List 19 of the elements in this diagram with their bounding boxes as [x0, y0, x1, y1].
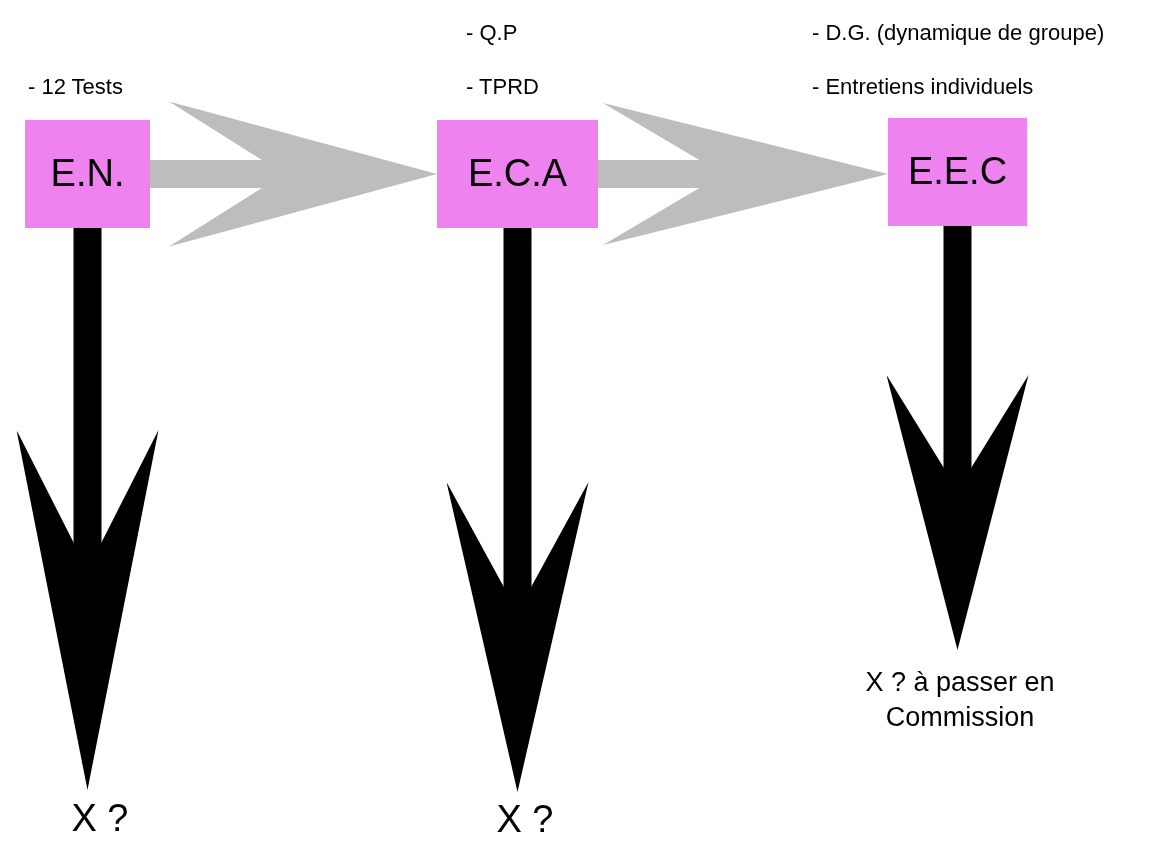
step-note: - 12 Tests — [28, 74, 123, 100]
arrow — [446, 228, 589, 792]
step-note: - TPRD — [466, 74, 539, 100]
process-box — [888, 118, 1027, 226]
arrow — [16, 228, 159, 790]
step-note: - Q.P — [466, 20, 518, 46]
arrow — [150, 101, 437, 247]
box-label: E.E.C — [907, 149, 1008, 195]
outcome-label: X ? — [496, 797, 554, 843]
process-box — [437, 120, 598, 228]
outcome-label: X ? à passer en Commission — [864, 665, 1056, 734]
process-box — [25, 120, 150, 228]
box-label: E.C.A — [467, 151, 568, 197]
arrow — [886, 226, 1029, 650]
outcome-label: X ? — [71, 796, 129, 842]
step-note: - Entretiens individuels — [812, 74, 1034, 100]
arrow — [598, 103, 888, 245]
box-label: E.N. — [50, 151, 125, 197]
step-note: - D.G. (dynamique de groupe) — [812, 20, 1105, 46]
